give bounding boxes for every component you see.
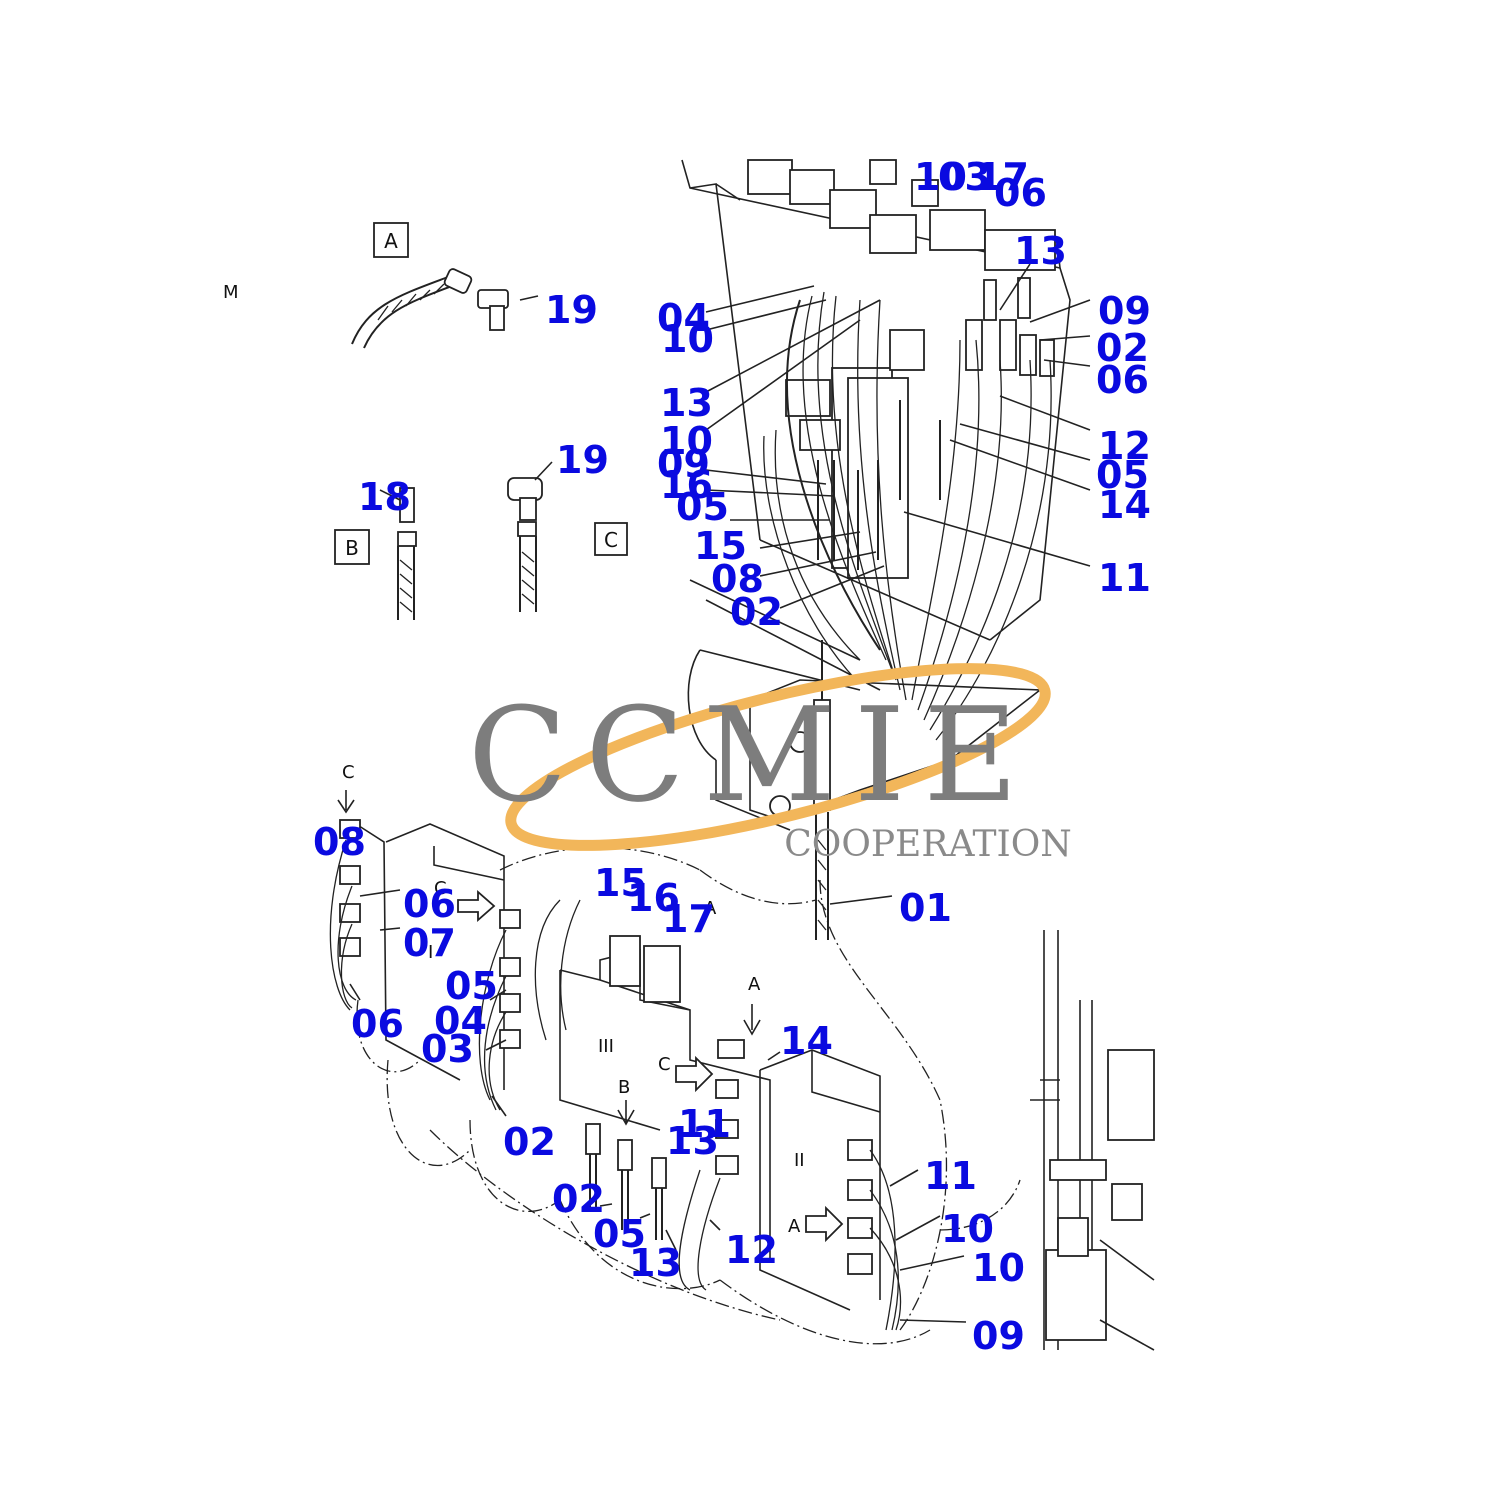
callout-06-left: 06 xyxy=(403,882,456,926)
view-b-letter: B xyxy=(345,536,359,560)
callout-19-view-a: 19 xyxy=(545,288,598,332)
view-c-frame xyxy=(594,522,628,556)
view-a-letter: A xyxy=(384,229,398,253)
callout-05-center: 05 xyxy=(593,1212,646,1256)
middle-frame xyxy=(687,640,1043,940)
valve-block-i: I C C xyxy=(329,762,521,1111)
watermark-tagline: COOPERATION xyxy=(784,824,1071,865)
callout-06-top: 06 xyxy=(994,171,1047,215)
valve-roman-iii: III xyxy=(598,1036,614,1057)
arrow-a-right: A xyxy=(704,898,717,919)
stray-mark: M xyxy=(223,282,239,303)
callout-02-top-left: 02 xyxy=(730,590,783,634)
callout-08-top-left: 08 xyxy=(711,557,764,601)
callout-11-center: 11 xyxy=(678,1102,731,1146)
callout-17-center: 17 xyxy=(662,897,715,941)
top-valve-assembly xyxy=(681,159,1071,741)
arrow-a-top: A xyxy=(748,974,761,995)
view-c-letter: C xyxy=(604,528,618,552)
callout-11-top-right: 11 xyxy=(1098,556,1151,600)
callout-02-left: 02 xyxy=(503,1120,556,1164)
watermark: CCMIE COOPERATION xyxy=(468,663,1072,865)
callout-numbers: 19 19 18 10 03 17 06 13 09 02 06 04 10 1… xyxy=(313,155,1151,1358)
callout-04-left: 04 xyxy=(434,999,487,1043)
callout-04-top-left: 04 xyxy=(657,296,710,340)
arrow-c-low: C xyxy=(658,1054,671,1075)
callout-02-center: 02 xyxy=(552,1177,605,1221)
detail-view-b: B xyxy=(334,487,417,620)
callout-13-top-left: 13 xyxy=(660,381,713,425)
callout-12-top-right: 12 xyxy=(1098,424,1151,468)
valve-roman-i: I xyxy=(428,942,433,963)
callout-16-top-left: 16 xyxy=(660,463,713,507)
callout-06-left-b: 06 xyxy=(351,1002,404,1046)
callout-09-right: 09 xyxy=(972,1314,1025,1358)
arrow-c-left: C xyxy=(342,762,355,783)
callout-05-left: 05 xyxy=(445,964,498,1008)
valve-roman-ii: II xyxy=(794,1150,805,1171)
callout-13-top-right: 13 xyxy=(1014,229,1067,273)
callout-03-top: 03 xyxy=(938,155,991,199)
callout-10-top-left-b: 10 xyxy=(660,419,713,463)
arrow-b-bottom: B xyxy=(618,1077,630,1098)
callout-09-top-left: 09 xyxy=(657,442,710,486)
callout-06-top-right: 06 xyxy=(1096,358,1149,402)
callout-09-top-right: 09 xyxy=(1098,289,1151,333)
callout-18-view-b: 18 xyxy=(358,475,411,519)
valve-block-iii: III B A C A xyxy=(534,898,771,1291)
callout-13-center: 13 xyxy=(666,1119,719,1163)
callout-03-left: 03 xyxy=(421,1027,474,1071)
callout-14-top-right: 14 xyxy=(1098,483,1151,527)
callout-05-top-left: 05 xyxy=(676,485,729,529)
callout-11-right: 11 xyxy=(924,1154,977,1198)
callout-13-center-b: 13 xyxy=(629,1241,682,1285)
arrow-c-mid: C xyxy=(434,878,447,899)
callout-19-view-c: 19 xyxy=(556,438,609,482)
valve-block-ii: II A xyxy=(759,1049,902,1331)
callout-10-right: 10 xyxy=(941,1207,994,1251)
callout-01-middle: 01 xyxy=(899,886,952,930)
callout-10-top-left: 10 xyxy=(661,317,714,361)
watermark-ring xyxy=(505,663,1051,851)
view-a-frame xyxy=(373,222,409,258)
callout-17-top: 17 xyxy=(976,155,1029,199)
callout-15-center: 15 xyxy=(594,861,647,905)
leader-lines xyxy=(349,263,1091,1323)
callout-12-center: 12 xyxy=(725,1228,778,1272)
callout-10-right-b: 10 xyxy=(972,1246,1025,1290)
callout-08-left: 08 xyxy=(313,820,366,864)
arrow-a-bottom: A xyxy=(788,1216,801,1237)
callout-16-center: 16 xyxy=(627,876,680,920)
detail-view-a: A xyxy=(351,222,539,349)
detail-view-c: C xyxy=(507,461,628,612)
callout-07-left: 07 xyxy=(403,921,456,965)
callout-14-right: 14 xyxy=(780,1019,833,1063)
watermark-brand: CCMIE xyxy=(468,679,1036,831)
callout-15-top-left: 15 xyxy=(694,524,747,568)
callout-02-top-right: 02 xyxy=(1096,326,1149,370)
callout-05-top-right: 05 xyxy=(1096,453,1149,497)
right-machine-part xyxy=(1030,930,1155,1351)
view-b-frame xyxy=(334,529,370,565)
callout-10-top: 10 xyxy=(914,155,967,199)
